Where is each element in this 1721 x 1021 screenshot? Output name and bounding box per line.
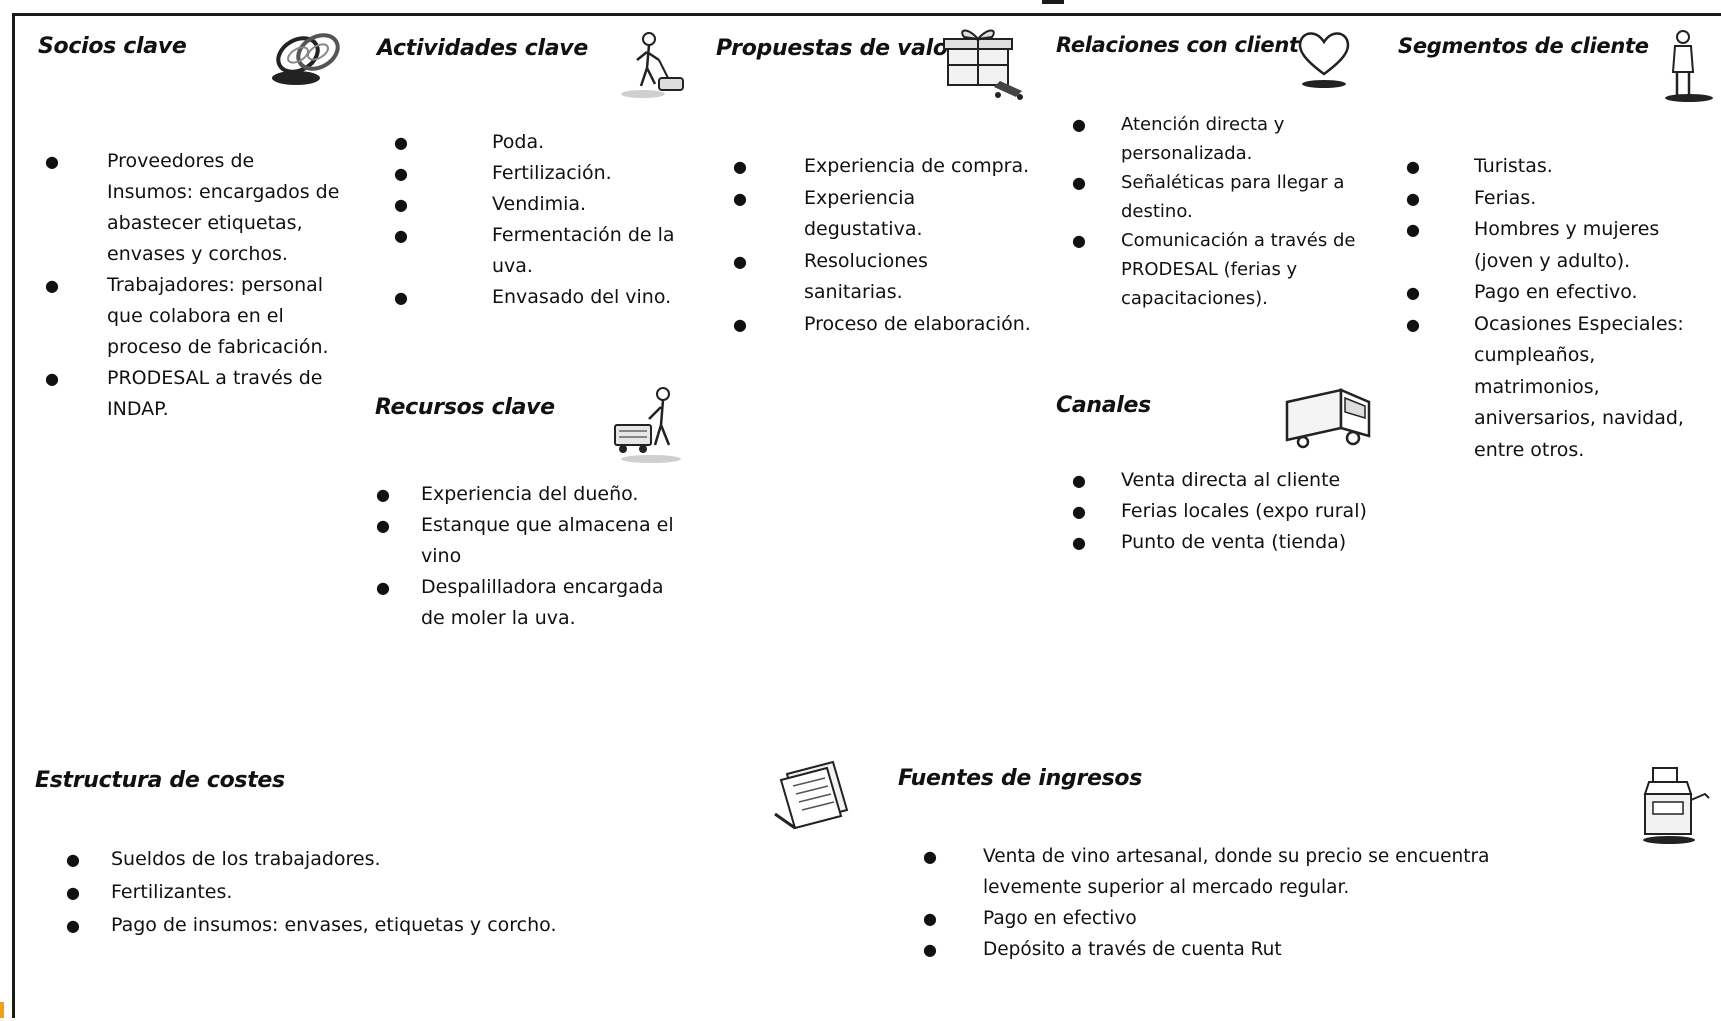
bullet-list: ●Experiencia del dueño. ●Estanque que al… (374, 479, 690, 634)
list-item: ●Vendimia. (394, 193, 587, 215)
worker-vacuum-icon (621, 30, 687, 100)
top-title-fragment (1042, 0, 1064, 4)
cash-register-icon (1639, 764, 1715, 846)
list-item: ●Atención directa y personalizada. (1072, 114, 1285, 164)
list-item: ●Resoluciones sanitarias. (733, 249, 928, 304)
list-item: ●Ferias. (1406, 186, 1537, 209)
list-item: ●Fertilización. (394, 162, 612, 184)
bullet-list: ●Experiencia de compra. ●Experiencia deg… (731, 151, 1031, 340)
list-item: ●Proceso de elaboración. (733, 312, 1031, 335)
chain-links-icon (262, 26, 358, 88)
gift-box-icon (940, 25, 1026, 101)
list-item: ●Pago en efectivo. (1406, 281, 1638, 303)
business-model-canvas: Socios clave ●Proveedores de Insumos: en… (12, 13, 1721, 1021)
list-item: ●Señaléticas para llegar a destino. (1072, 172, 1345, 222)
list-item: ●PRODESAL a través de INDAP. (45, 367, 323, 420)
list-item: ●Hombres y mujeres (joven y adulto). (1406, 218, 1660, 272)
list-item: ●Fertilizantes. (66, 881, 233, 903)
block-canales: Canales ●Venta directa al cliente ●Feria… (1038, 376, 1382, 751)
standing-person-icon (1663, 28, 1715, 104)
list-item: ●Depósito a través de cuenta Rut (923, 939, 1282, 960)
list-item: ●Pago en efectivo (923, 908, 1137, 929)
list-item: ●Venta directa al cliente (1072, 469, 1341, 491)
block-fuentes-de-ingresos: Fuentes de ingresos ●Venta de vino artes… (878, 748, 1721, 1021)
block-title: Recursos clave (375, 395, 555, 420)
bullet-list: ●Venta directa al cliente ●Ferias locale… (1070, 465, 1370, 558)
block-estructura-de-costes: Estructura de costes ●Sueldos de los tra… (15, 748, 881, 1021)
block-title: Segmentos de cliente (1398, 34, 1649, 58)
bullet-list: ●Turistas. ●Ferias. ●Hombres y mujeres (… (1404, 151, 1716, 466)
list-item: ●Experiencia del dueño. (376, 483, 639, 505)
list-item: ●Despalilladora encargada de moler la uv… (376, 576, 664, 629)
block-title: Fuentes de ingresos (898, 766, 1143, 791)
block-title: Socios clave (38, 34, 187, 59)
list-item: ●Poda. (394, 131, 545, 153)
bullet-list: ●Sueldos de los trabajadores. ●Fertiliza… (64, 843, 844, 942)
list-item: ●Ferias locales (expo rural) (1072, 500, 1367, 522)
bullet-list: ●Proveedores de Insumos: encargados de a… (41, 146, 346, 425)
list-item: ●Fermentación de la uva. (394, 224, 675, 277)
worker-cart-icon (611, 385, 687, 465)
bullet-list: ●Venta de vino artesanal, donde su preci… (921, 841, 1541, 965)
list-item: ●Venta de vino artesanal, donde su preci… (923, 846, 1490, 898)
block-title: Propuestas de valor (716, 36, 959, 61)
block-title: Canales (1056, 393, 1151, 418)
block-recursos-clave: Recursos clave ●Experiencia del dueño. ●… (355, 376, 699, 751)
block-title: Relaciones con clientes (1056, 33, 1325, 57)
block-title: Actividades clave (377, 36, 588, 61)
list-item: ●Trabajadores: personal que colabora en … (45, 274, 329, 358)
list-item: ●Ocasiones Especiales: cumpleaños, matri… (1406, 312, 1684, 461)
list-item: ●Envasado del vino. (394, 286, 672, 308)
list-item: ●Experiencia de compra. (733, 155, 1030, 177)
list-item: ●Sueldos de los trabajadores. (66, 848, 381, 870)
list-item: ●Estanque que almacena el vino (376, 514, 674, 567)
block-title: Estructura de costes (35, 768, 285, 793)
list-item: ●Punto de venta (tienda) (1072, 531, 1347, 553)
left-edge-accent (0, 0, 12, 1018)
list-item: ●Comunicación a través de PRODESAL (feri… (1072, 230, 1356, 309)
block-actividades-clave: Actividades clave ●Poda. ●Fertilización.… (355, 16, 699, 379)
list-item: ●Experiencia degustativa. (733, 186, 923, 241)
bullet-list: ●Atención directa y personalizada. ●Seña… (1070, 110, 1370, 313)
block-segmentos-de-cliente: Segmentos de cliente ●Turistas. ●Ferias.… (1379, 16, 1721, 751)
list-item: ●Turistas. (1406, 155, 1553, 177)
bullet-list: ●Poda. ●Fertilización. ●Vendimia. ●Ferme… (392, 127, 692, 313)
delivery-truck-icon (1283, 384, 1375, 454)
list-item: ●Proveedores de Insumos: encargados de a… (45, 150, 340, 265)
heart-icon (1295, 28, 1353, 90)
document-stack-icon (773, 760, 859, 830)
block-propuestas-de-valor: Propuestas de valor ●Experiencia de comp… (696, 16, 1041, 751)
list-item: ●Pago de insumos: envases, etiquetas y c… (66, 914, 557, 936)
block-relaciones-con-clientes: Relaciones con clientes ●Atención direct… (1038, 16, 1382, 379)
block-socios-clave: Socios clave ●Proveedores de Insumos: en… (15, 16, 358, 751)
